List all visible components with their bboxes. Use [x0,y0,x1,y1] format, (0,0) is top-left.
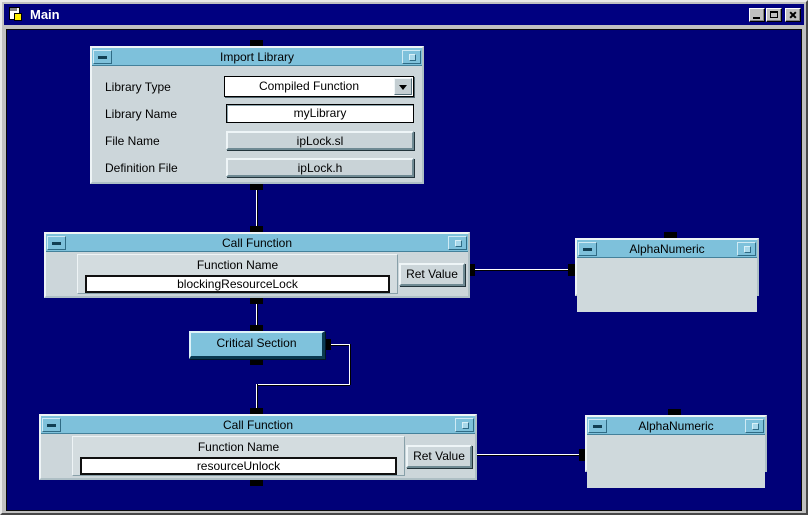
call-function-bottom-body: Function Name resourceUnlock Ret Value [41,434,475,478]
file-name-button[interactable]: ipLock.sl [226,131,414,150]
callfn2-bottom-pin[interactable] [250,480,263,486]
call-function-top-body: Function Name blockingResourceLock Ret V… [46,252,468,296]
library-name-input[interactable]: myLibrary [226,104,414,123]
wire-critical-to-callfn2-seg1 [331,344,350,345]
callfn1-bottom-pin[interactable] [250,298,263,304]
file-name-label: File Name [105,133,160,148]
dropdown-arrow-button[interactable] [394,78,412,95]
box-title: AlphaNumeric [638,418,714,433]
alphanumeric-bottom-titlebar[interactable]: AlphaNumeric [587,417,765,435]
wire-critical-to-callfn2-seg2 [349,344,350,385]
critical-top-pin[interactable] [250,325,263,331]
box-title: AlphaNumeric [629,241,705,256]
importlib-bottom-pin[interactable] [250,184,263,190]
box-title: Call Function [222,417,294,432]
box-minimize-button[interactable] [47,235,66,250]
library-type-value: Compiled Function [258,79,360,93]
definition-file-button[interactable]: ipLock.h [226,158,414,177]
box-resize-button[interactable] [737,241,756,256]
resize-icon [455,239,462,247]
resize-icon [462,421,469,429]
alphanumeric1-top-pin[interactable] [664,232,677,238]
box-title: Import Library [219,49,295,64]
wire-critical-to-callfn2-seg3 [256,384,350,385]
wire-critical-to-callfn2-seg4 [256,384,257,408]
importlib-top-pin[interactable] [250,40,263,46]
library-type-dropdown[interactable]: Compiled Function [224,76,414,97]
alphanumeric2-top-pin[interactable] [668,409,681,415]
wire-callfn1-to-alphanumeric1 [475,269,568,270]
resize-icon [744,245,751,253]
program-canvas[interactable]: Import Library Library Type Compiled Fun… [6,29,802,511]
minimize-icon [583,247,592,251]
box-resize-button[interactable] [455,417,474,432]
wire-callfn2-to-alphanumeric2 [477,454,579,455]
ret-value-terminal: Ret Value [406,444,472,468]
library-name-row: Library Name myLibrary [92,100,422,127]
minimize-icon [52,241,61,245]
minimize-icon [593,424,602,428]
callfn1-top-pin[interactable] [250,226,263,232]
window-titlebar[interactable]: Main [4,4,804,25]
function-name-panel: Function Name resourceUnlock [72,436,405,476]
wire-importlib-to-callfn1 [256,190,257,226]
wire-callfn1-to-critical [256,304,257,325]
file-name-row: File Name ipLock.sl [92,127,422,154]
app-icon [9,7,24,22]
function-name-input[interactable]: blockingResourceLock [85,275,390,293]
alphanumeric-display [587,435,765,488]
alphanumeric-top-box[interactable]: AlphaNumeric [575,238,759,312]
definition-file-row: Definition File ipLock.h [92,154,422,181]
import-library-titlebar[interactable]: Import Library [92,48,422,66]
box-minimize-button[interactable] [578,241,597,256]
box-resize-button[interactable] [448,235,467,250]
ret-value-terminal: Ret Value [399,262,465,286]
function-name-label: Function Name [197,440,280,454]
minimize-button[interactable] [749,7,765,22]
callfn1-output-pin[interactable] [468,264,475,276]
alphanumeric1-input-pin[interactable] [568,264,575,276]
alphanumeric2-input-pin[interactable] [579,449,586,461]
callfn2-top-pin[interactable] [250,408,263,414]
alphanumeric-display [577,258,757,312]
ret-value-area: Ret Value [398,254,466,294]
library-name-label: Library Name [105,106,178,121]
box-resize-button[interactable] [745,418,764,433]
box-minimize-button[interactable] [588,418,607,433]
resize-icon [752,422,759,430]
critical-right-pin[interactable] [324,339,331,350]
minimize-icon [47,423,56,427]
box-resize-button[interactable] [402,49,421,64]
resize-icon [409,53,416,61]
maximize-icon [770,10,778,18]
alphanumeric-top-titlebar[interactable]: AlphaNumeric [577,240,757,258]
minimize-icon [753,16,760,19]
call-function-top-box[interactable]: Call Function Function Name blockingReso… [44,232,470,298]
critical-section-box[interactable]: Critical Section [189,331,325,359]
library-type-row: Library Type Compiled Function [92,73,422,100]
box-minimize-button[interactable] [42,417,61,432]
call-function-bottom-titlebar[interactable]: Call Function [41,416,475,434]
ret-value-area: Ret Value [405,436,473,476]
import-library-box[interactable]: Import Library Library Type Compiled Fun… [90,46,424,184]
import-library-body: Library Type Compiled Function Library N… [92,66,422,181]
function-name-input[interactable]: resourceUnlock [80,457,397,475]
library-type-label: Library Type [105,79,171,94]
definition-file-label: Definition File [105,160,178,175]
function-name-label: Function Name [196,258,279,272]
function-name-panel: Function Name blockingResourceLock [77,254,398,294]
call-function-bottom-box[interactable]: Call Function Function Name resourceUnlo… [39,414,477,480]
window-title: Main [30,7,60,22]
box-minimize-button[interactable] [93,49,112,64]
close-button[interactable] [785,7,801,22]
minimize-icon [98,55,107,59]
call-function-top-titlebar[interactable]: Call Function [46,234,468,252]
alphanumeric-bottom-box[interactable]: AlphaNumeric [585,415,767,488]
box-title: Call Function [221,235,293,250]
critical-bottom-pin[interactable] [250,359,263,365]
maximize-button[interactable] [766,7,782,22]
chevron-down-icon [399,85,407,90]
